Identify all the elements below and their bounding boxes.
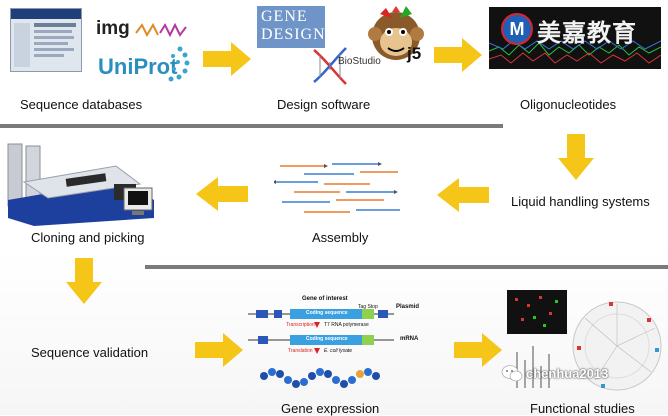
meijia-logo-text: 美嘉教育 (537, 19, 637, 47)
arrow-design-to-oligos (434, 38, 482, 72)
gene-expression-diagram: Gene of interest Plasmid (244, 296, 440, 402)
divider-middle (145, 265, 668, 269)
divider-top (0, 124, 503, 128)
arrow-liquid-to-assembly (437, 178, 489, 212)
expression-construct-graphic (248, 309, 394, 388)
functional-studies-plots-image (507, 290, 662, 391)
label-gene-expression: Gene expression (281, 401, 380, 416)
uniprot-logo-text: UniProt (98, 54, 178, 79)
arrow-oligos-to-liquid-handling (558, 134, 594, 180)
uniprot-logo: UniProt (98, 54, 177, 80)
label-design-software: Design software (277, 97, 371, 112)
colony-picking-robot-image (7, 143, 154, 226)
ecoli-lysate-label: E. coli lysate (324, 348, 353, 354)
translation-label: Translation (288, 348, 313, 354)
mrna-label: mRNA (400, 336, 419, 342)
label-liquid-handling-systems: Liquid handling systems (511, 194, 650, 209)
label-oligonucleotides: Oligonucleotides (520, 97, 617, 112)
t7-rna-polymerase-label: T7 RNA polymerase (324, 322, 369, 328)
label-sequence-validation: Sequence validation (31, 345, 149, 360)
img-logo: img (96, 18, 192, 40)
meijia-logo-badge: M (501, 13, 533, 45)
coding-sequence-label-1: Coding sequence (306, 310, 348, 316)
arrow-assembly-to-cloning (196, 177, 248, 211)
label-assembly: Assembly (312, 230, 369, 245)
uniprot-dots-icon (168, 46, 190, 82)
coding-sequence-label-2: Coding sequence (306, 336, 348, 342)
wechat-icon (501, 365, 523, 382)
arrow-cloning-to-validation (66, 258, 102, 304)
img-logo-text: img (96, 18, 130, 39)
biostudio-dna-helix-icon (313, 47, 347, 85)
arrow-databases-to-design (203, 42, 251, 76)
img-logo-wave-icon (135, 22, 188, 38)
label-cloning-and-picking: Cloning and picking (31, 230, 145, 245)
arrow-expression-to-functional (454, 333, 502, 367)
label-functional-studies: Functional studies (530, 401, 635, 416)
watermark-text: chenhua2013 (526, 365, 609, 381)
oligonucleotide-sequence-image: M 美嘉教育 (489, 7, 661, 69)
gene-of-interest-label: Gene of interest (302, 296, 348, 302)
j5-monkey-icon (368, 6, 424, 60)
j5-label: j5 (407, 44, 422, 63)
assembly-oligo-fragments (274, 162, 400, 213)
watermark: chenhua2013 (501, 364, 608, 382)
label-sequence-databases: Sequence databases (20, 97, 143, 112)
biostudio-label: BioStudio (338, 56, 381, 67)
plasmid-label: Plasmid (396, 304, 420, 310)
arrow-validation-to-expression (195, 333, 243, 367)
tag-stop-label: Tag Stop (358, 304, 378, 310)
transcription-label: Transcription (286, 322, 315, 328)
gene-design-logo: GENE DESIGN (257, 6, 325, 48)
gene-design-line-2: DESIGN (261, 26, 326, 43)
gene-design-line-1: GENE (261, 8, 308, 25)
database-screenshot-thumbnail (10, 8, 82, 72)
